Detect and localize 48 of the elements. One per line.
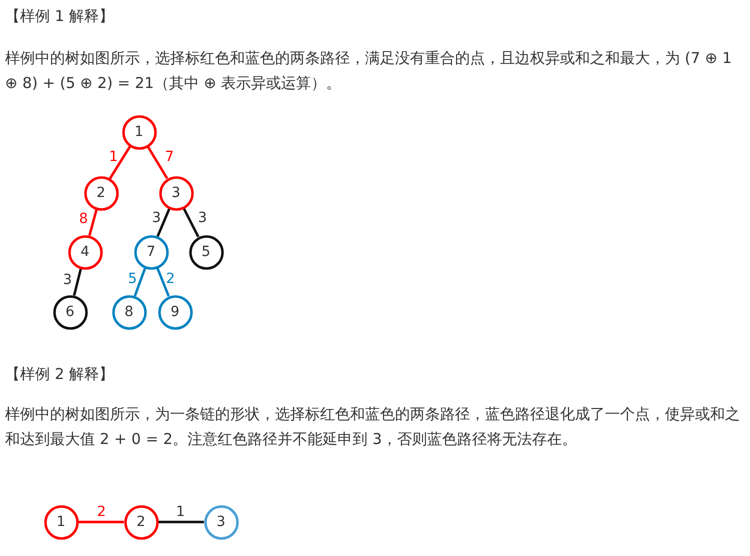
tree-node-circle (112, 294, 146, 330)
node-number: 7 (146, 242, 156, 262)
explanation-paragraph: 样例中的树如图所示，为一条链的形状，选择标红色和蓝色的两条路径，蓝色路径退化成了一个点，使异或和之和达到最大值 2 + 0 = 2。注意红色路径并不能延申到 3，否则蓝色路径将无法存在。 (5, 404, 740, 450)
tree-node-circle (204, 504, 238, 540)
tree-edge (108, 146, 132, 180)
tree-edge (182, 208, 200, 238)
node-number: 3 (216, 512, 226, 532)
edge-weight: 3 (198, 210, 207, 226)
node-number: 8 (124, 302, 134, 322)
section-heading: 【样例 2 解释】 (5, 364, 116, 385)
tree-node-circle (44, 504, 78, 540)
tree-node-circle (122, 114, 156, 150)
tree-node-circle (124, 504, 158, 540)
tree-edge (156, 208, 171, 237)
tree-node-circle (158, 176, 194, 210)
edge-weight: 7 (165, 149, 174, 165)
tree-edge (158, 520, 204, 524)
node-number: 9 (170, 302, 180, 322)
explanation-paragraph: 样例中的树如图所示，选择标红色和蓝色的两条路径，满足没有重合的点，且边权异或和之和最大，为 (7 ⊕ 1 ⊕ 8) + (5 ⊕ 2) = 21（其中 ⊕ 表示异或运算）。 (5, 48, 733, 94)
node-number: 4 (80, 242, 90, 262)
tree-node-circle (52, 294, 88, 330)
edge-weight: 3 (152, 210, 161, 226)
node-number: 5 (200, 242, 212, 262)
node-number: 1 (134, 122, 144, 142)
edge-weight: 1 (176, 504, 185, 520)
tree-node-circle (68, 234, 102, 270)
tree-edge (156, 267, 170, 297)
edge-weight: 1 (109, 149, 118, 165)
tree-node-circle (84, 176, 118, 210)
tree-edge (72, 268, 82, 296)
edge-weight: 2 (97, 504, 106, 520)
node-number: 2 (136, 512, 146, 532)
edge-weight: 5 (128, 271, 137, 287)
node-number: 1 (56, 512, 66, 532)
tree-edge (146, 146, 168, 180)
edge-weight: 2 (166, 271, 175, 287)
edge-weight: 3 (63, 272, 72, 288)
tree-edge (78, 520, 124, 524)
tree-node-circle (188, 234, 224, 270)
node-number: 2 (96, 184, 106, 202)
tree-edge (88, 209, 98, 236)
tree-edge (134, 268, 146, 296)
tree-node-circle (134, 234, 168, 270)
node-number: 6 (64, 302, 76, 322)
section-heading: 【样例 1 解释】 (5, 6, 116, 27)
tree-node-circle (158, 294, 192, 330)
edge-weight: 8 (79, 211, 88, 227)
node-number: 3 (170, 184, 182, 202)
